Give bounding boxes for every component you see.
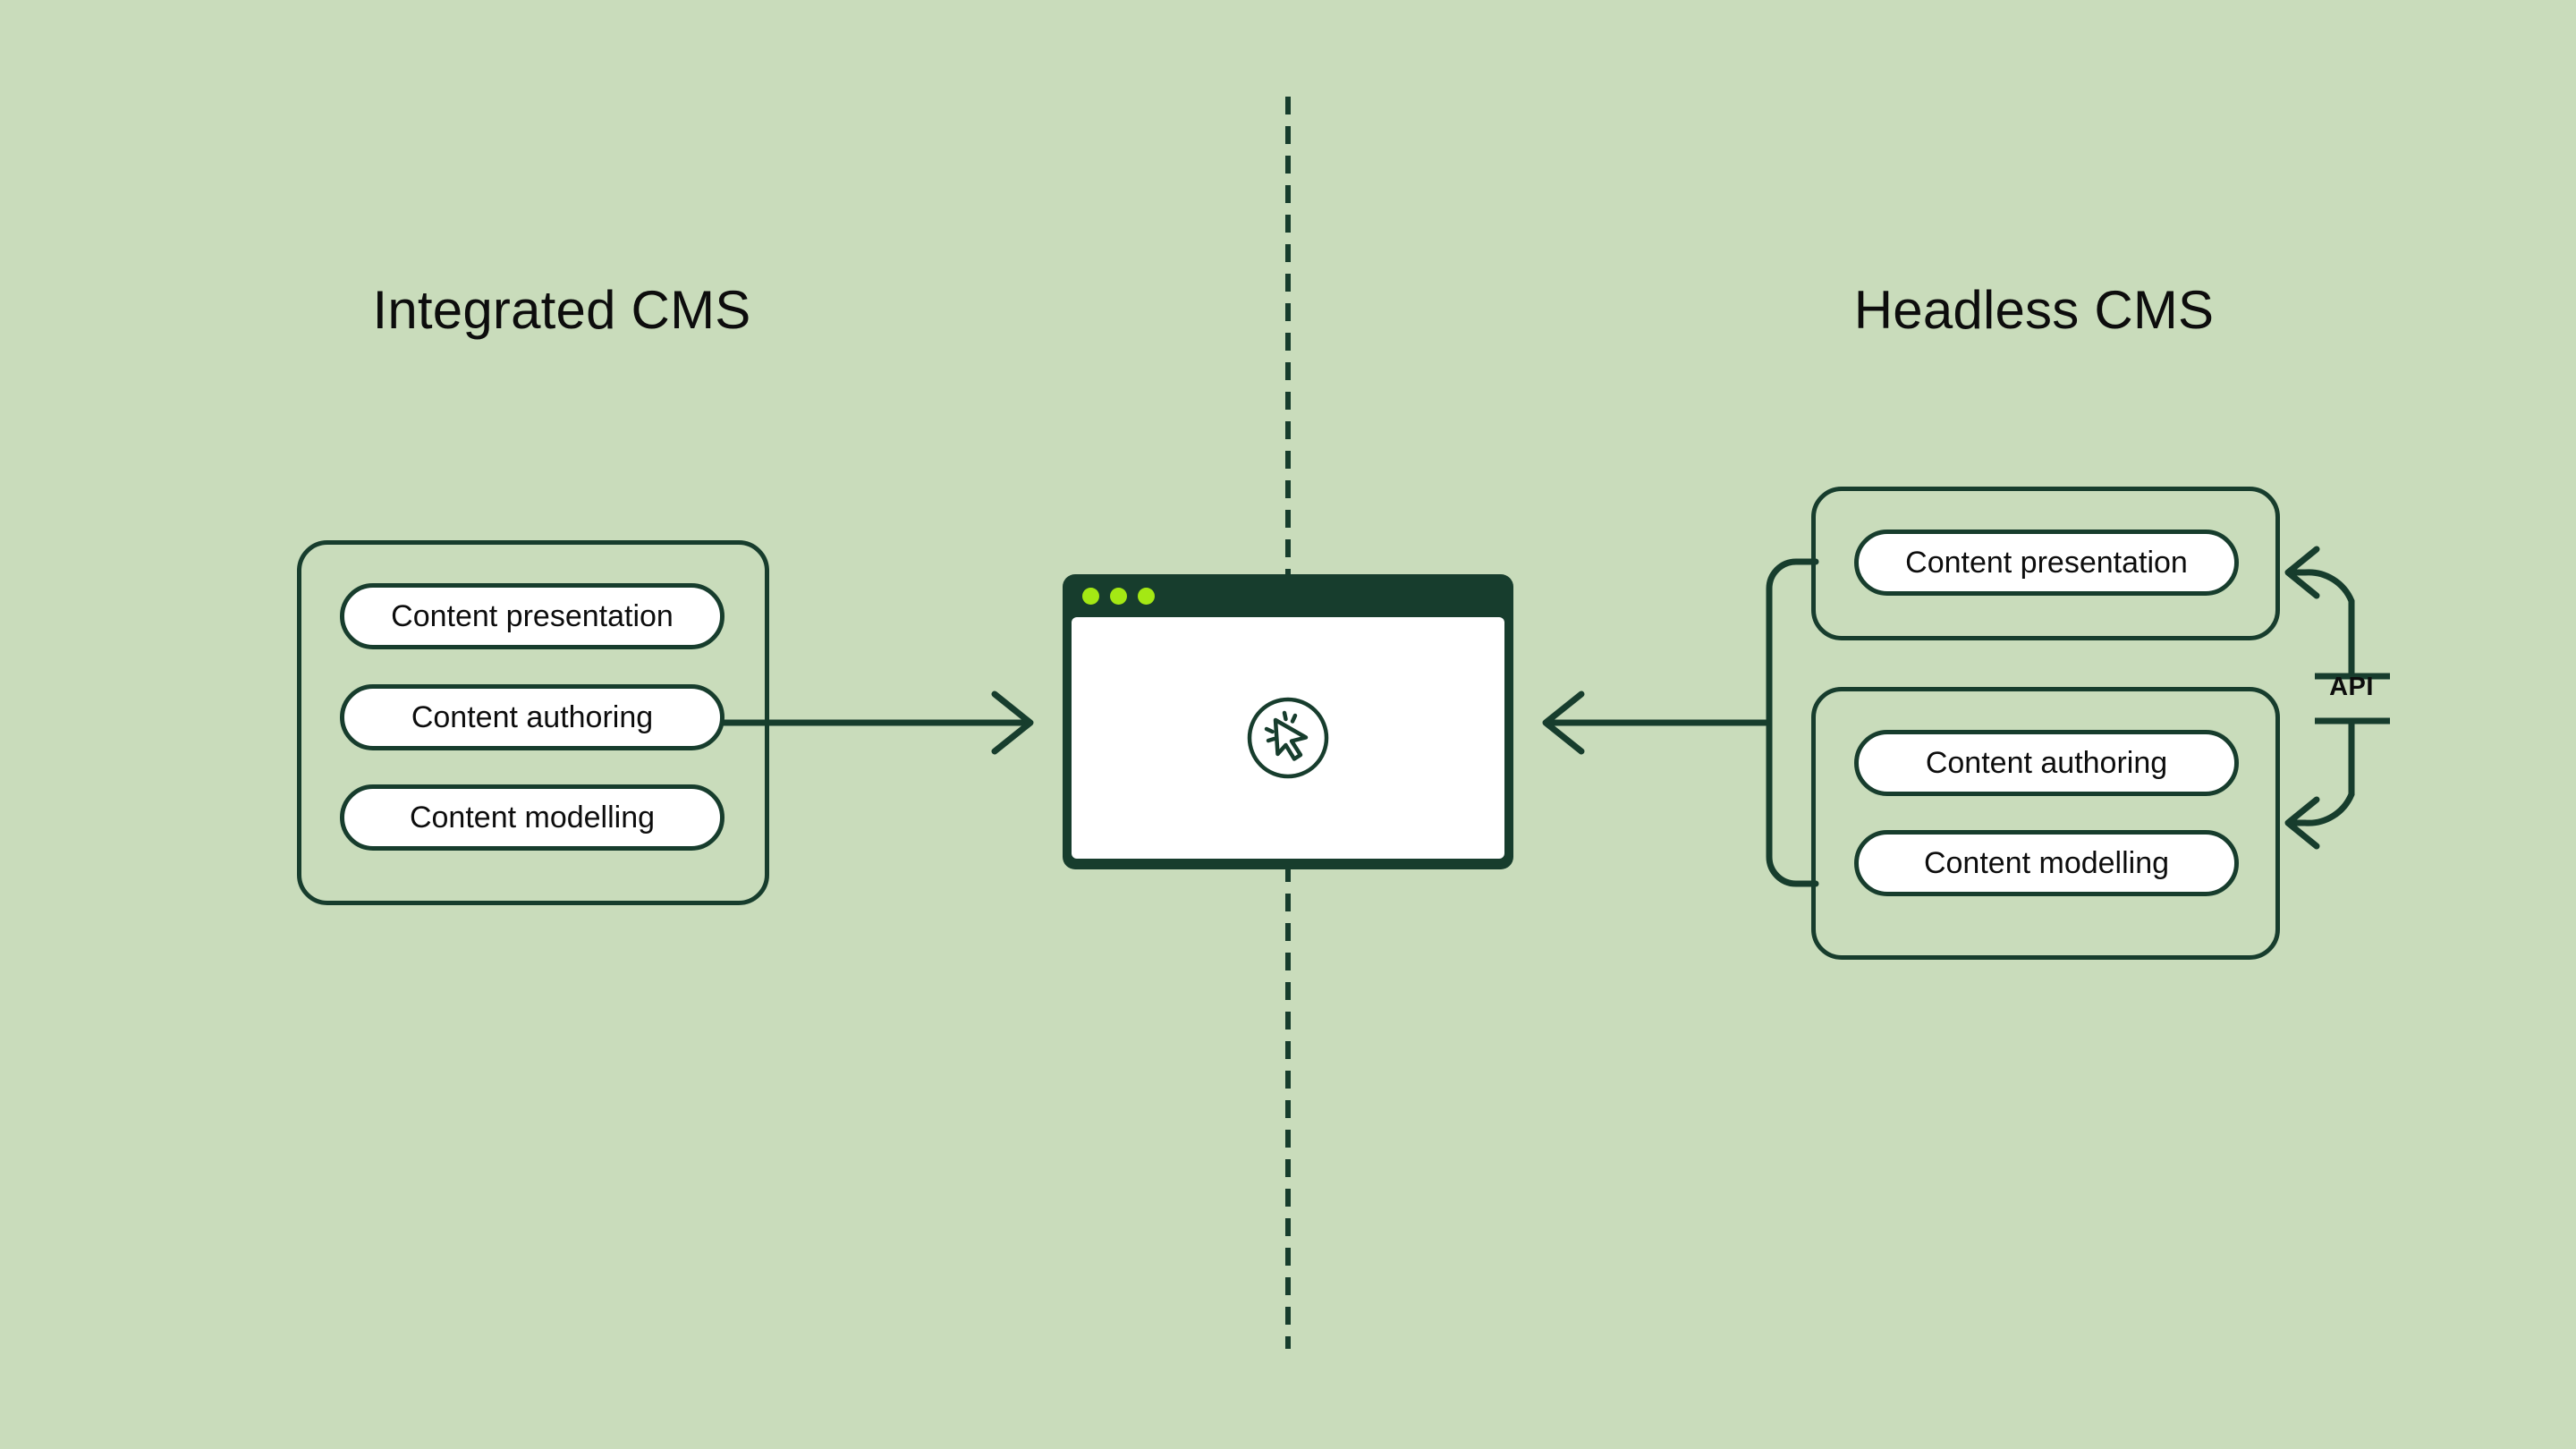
headless-cms-heading: Headless CMS	[1853, 280, 2215, 340]
traffic-light-dot-1[interactable]	[1082, 587, 1099, 605]
traffic-light-dot-2[interactable]	[1110, 587, 1127, 605]
pill-label: Content presentation	[391, 598, 674, 633]
pill-label: Content authoring	[411, 699, 654, 734]
integrated-pill-content-modelling[interactable]: Content modelling	[340, 784, 724, 851]
browser-window[interactable]	[1063, 574, 1513, 869]
cursor-click-icon	[1247, 697, 1329, 779]
api-connector-label: API	[2329, 673, 2374, 701]
headless-pill-content-authoring[interactable]: Content authoring	[1854, 730, 2239, 796]
pill-label: Content modelling	[1923, 845, 2170, 880]
integrated-pill-content-presentation[interactable]: Content presentation	[340, 583, 724, 649]
pill-label: Content modelling	[409, 800, 656, 835]
pill-label: Content authoring	[1925, 745, 2168, 780]
headless-to-browser-arrow	[1542, 691, 1769, 755]
browser-titlebar	[1063, 574, 1513, 617]
headless-backend-card	[1811, 687, 2280, 960]
integrated-pill-content-authoring[interactable]: Content authoring	[340, 684, 724, 750]
traffic-light-dot-3[interactable]	[1138, 587, 1155, 605]
headless-presentation-card	[1811, 487, 2280, 640]
integrated-cms-card	[297, 540, 769, 905]
browser-viewport	[1072, 617, 1504, 859]
pill-label: Content presentation	[1905, 545, 2188, 580]
integrated-cms-heading: Integrated CMS	[372, 280, 751, 340]
headless-pill-content-presentation[interactable]: Content presentation	[1854, 530, 2239, 596]
headless-pill-content-modelling[interactable]: Content modelling	[1854, 830, 2239, 896]
headless-cards-bracket	[1766, 558, 1819, 887]
